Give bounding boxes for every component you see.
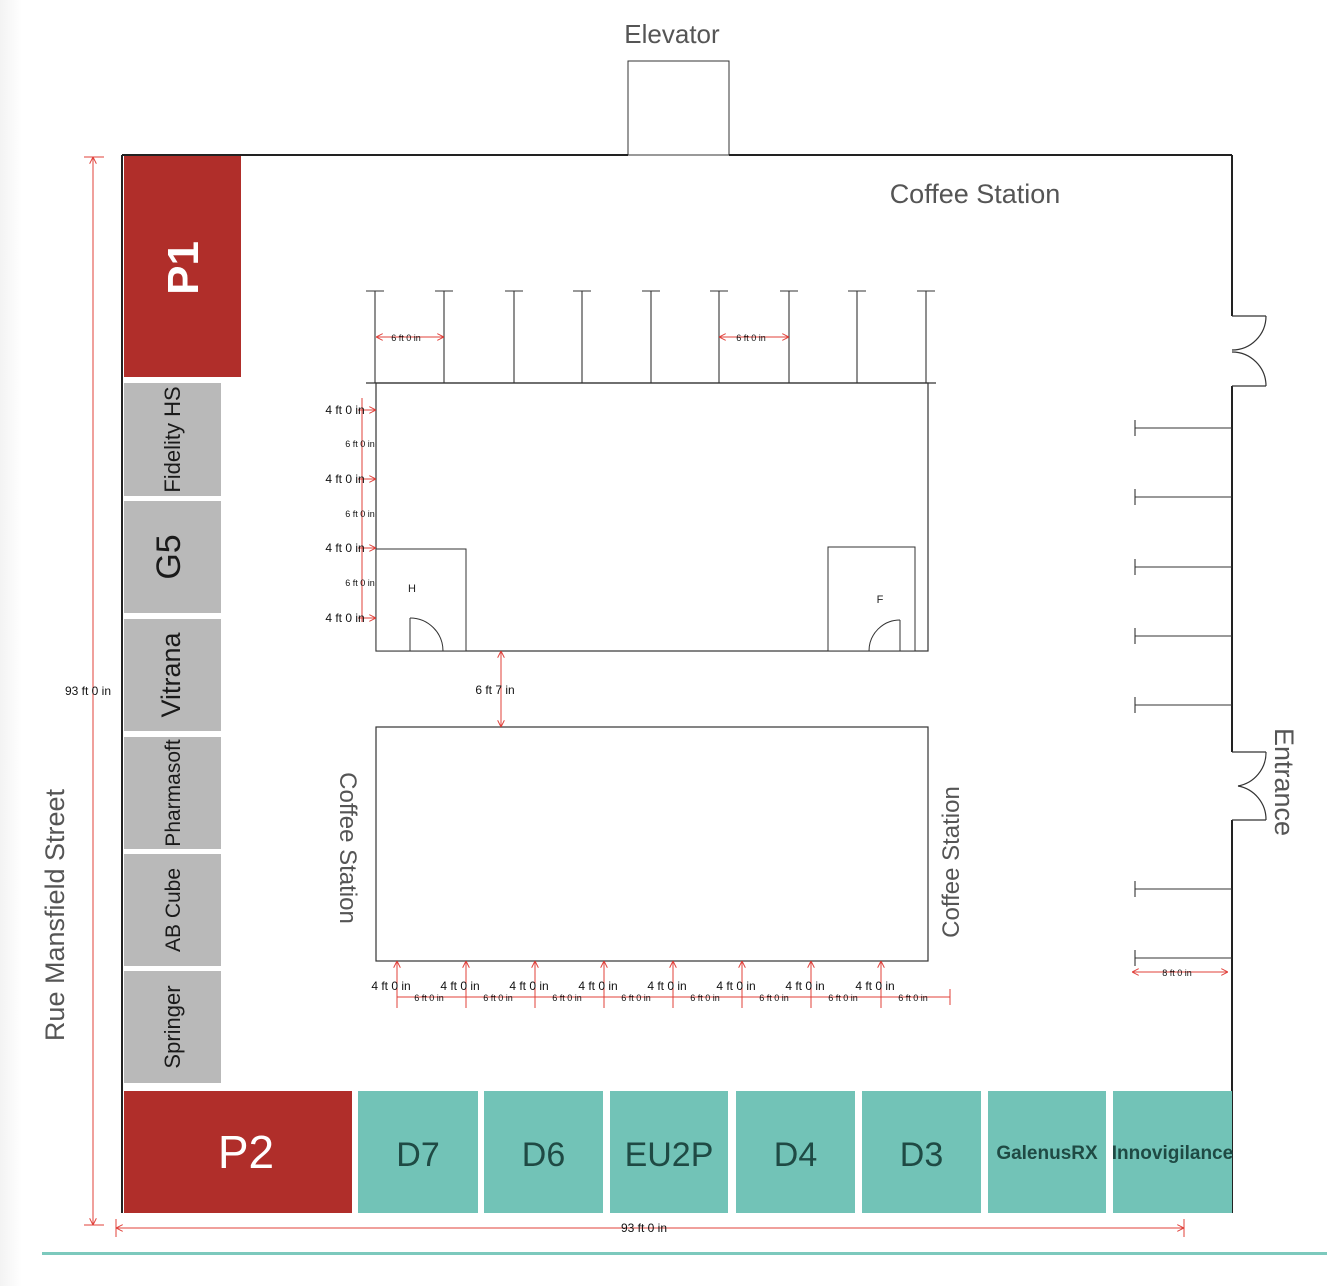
door-upper (1231, 315, 1267, 387)
booth-p1[interactable] (124, 156, 241, 377)
booth-d7[interactable] (358, 1091, 478, 1213)
booth-galenusrx[interactable] (988, 1091, 1106, 1213)
booth-p2-label: P2 (218, 1126, 274, 1178)
central-block-lower (375, 726, 929, 962)
entrance-door (1232, 751, 1267, 821)
bottom-dimension-6ft-label-5: 6 ft 0 in (690, 993, 720, 1003)
room-h (375, 548, 467, 652)
booth-d4-label: D4 (774, 1136, 817, 1174)
overall-width-label: 93 ft 0 in (621, 1221, 667, 1235)
booth-p1-label: P1 (159, 241, 208, 295)
coffee-station-top-label: Coffee Station (890, 179, 1061, 209)
booth-springer[interactable] (124, 971, 221, 1083)
overall-height-label: 93 ft 0 in (65, 684, 111, 698)
booth-galenusrx-label: GalenusRX (996, 1143, 1098, 1164)
booth-ab-cube-label: AB Cube (162, 868, 185, 952)
bottom-dimension-4ft-label-5: 4 ft 0 in (647, 979, 686, 993)
gap-dimension-label: 6 ft 7 in (475, 683, 514, 697)
coffee-station-right-label: Coffee Station (938, 786, 965, 938)
bottom-dimension-6ft-label-3: 6 ft 0 in (552, 993, 582, 1003)
bottom-dimension-6ft-label-4: 6 ft 0 in (621, 993, 651, 1003)
booth-pharmasoft-label: Pharmasoft (162, 739, 185, 847)
left-dimension-4ft-label-1: 4 ft 0 in (325, 403, 364, 417)
booth-g5-label: G5 (150, 534, 188, 579)
elevator-shaft (627, 60, 730, 156)
left-dimension-4ft-label-4: 4 ft 0 in (325, 611, 364, 625)
room-f-door (868, 619, 901, 652)
bottom-dimension-6ft-label-2: 6 ft 0 in (483, 993, 513, 1003)
booth-p2[interactable] (124, 1091, 352, 1213)
booth-springer-label: Springer (160, 985, 185, 1068)
room-f (827, 546, 916, 652)
bottom-dimension-4ft-label-2: 4 ft 0 in (440, 979, 479, 993)
booth-d6[interactable] (484, 1091, 603, 1213)
booth-d6-label: D6 (522, 1136, 565, 1174)
bottom-dimension-4ft-label-4: 4 ft 0 in (578, 979, 617, 993)
booth-eu2p[interactable] (610, 1091, 728, 1213)
bottom-dimension-4ft-label-7: 4 ft 0 in (785, 979, 824, 993)
room-f-label: F (877, 594, 884, 606)
left-dimension-column: 4 ft 0 in 4 ft 0 in 4 ft 0 in 4 ft 0 in 6 ft… (325, 398, 376, 625)
room-h-label: H (408, 583, 416, 595)
left-dimension-6ft-label-1: 6 ft 0 in (345, 439, 375, 449)
right-spacing-label: 8 ft 0 in (1162, 968, 1192, 978)
coffee-station-left-label: Coffee Station (334, 772, 361, 924)
left-dimension-4ft-label-3: 4 ft 0 in (325, 541, 364, 555)
bottom-dimension-6ft-label-1: 6 ft 0 in (414, 993, 444, 1003)
booth-fidelity-hs[interactable] (124, 383, 221, 496)
booth-g5[interactable] (124, 501, 221, 613)
left-dimension-6ft-label-3: 6 ft 0 in (345, 578, 375, 588)
booth-innovigilance-label: Innovigilance (1112, 1143, 1233, 1164)
booth-ab-cube[interactable] (124, 854, 221, 966)
right-wall-stanchions (1134, 420, 1232, 966)
bottom-dimension-6ft-label-8: 6 ft 0 in (898, 993, 928, 1003)
booth-fidelity-hs-label: Fidelity HS (160, 386, 185, 492)
top-spacing-label-1: 6 ft 0 in (391, 333, 421, 343)
booth-pharmasoft[interactable] (124, 737, 221, 849)
left-dimension-4ft-label-2: 4 ft 0 in (325, 472, 364, 486)
bottom-dimension-row: 4 ft 0 in6 ft 0 in4 ft 0 in6 ft 0 in4 ft… (371, 961, 951, 1008)
booth-vitrana-label: Vitrana (156, 631, 186, 717)
booth-d4[interactable] (736, 1091, 855, 1213)
bottom-dimension-4ft-label-1: 4 ft 0 in (371, 979, 410, 993)
booth-eu2p-label: EU2P (625, 1136, 714, 1174)
top-spacing-label-2: 6 ft 0 in (736, 333, 766, 343)
booth-d3[interactable] (862, 1091, 981, 1213)
bottom-dimension-4ft-label-3: 4 ft 0 in (509, 979, 548, 993)
entrance-label: Entrance (1269, 728, 1299, 836)
elevator-label: Elevator (624, 19, 720, 49)
booth-d3-label: D3 (900, 1136, 943, 1174)
booth-innovigilance[interactable] (1113, 1091, 1232, 1213)
bottom-dimension-4ft-label-6: 4 ft 0 in (716, 979, 755, 993)
street-label: Rue Mansfield Street (40, 788, 70, 1041)
page-left-shade (0, 0, 22, 1286)
bottom-booth-row: D7 D6 EU2P D4 D3 GalenusRX Innovigilance (358, 1091, 1233, 1213)
left-dimension-6ft-label-2: 6 ft 0 in (345, 509, 375, 519)
room-h-door (409, 617, 444, 652)
top-stanchions (366, 290, 935, 383)
booth-vitrana[interactable] (124, 619, 221, 731)
bottom-dimension-4ft-label-8: 4 ft 0 in (855, 979, 894, 993)
bottom-accent-rule (42, 1252, 1327, 1255)
booth-d7-label: D7 (396, 1136, 439, 1174)
outer-walls (121, 154, 1233, 1213)
bottom-dimension-6ft-label-7: 6 ft 0 in (828, 993, 858, 1003)
bottom-dimension-6ft-label-6: 6 ft 0 in (759, 993, 789, 1003)
